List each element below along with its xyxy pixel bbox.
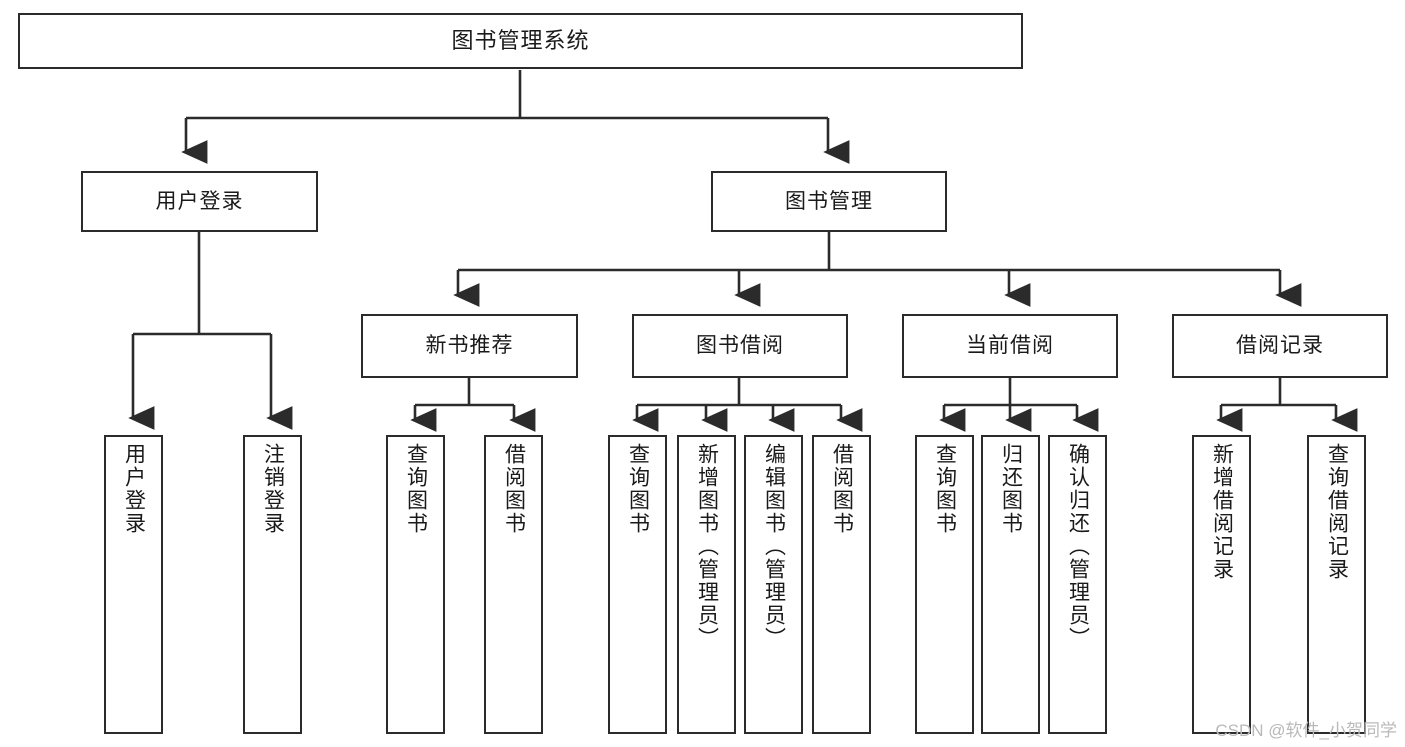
leaf-user-login-login[interactable]: 用户登录: [104, 435, 163, 734]
leaf-borrow-record-add[interactable]: 新增借阅记录: [1192, 435, 1251, 734]
node-label: 新书推荐: [425, 334, 514, 358]
leaf-book-borrow-edit[interactable]: 编辑图书（管理员）: [744, 435, 803, 734]
node-label: 借阅图书: [830, 443, 854, 535]
leaf-book-borrow-add[interactable]: 新增图书（管理员）: [677, 435, 736, 734]
node-new-book-recommend[interactable]: 新书推荐: [361, 314, 578, 378]
node-label: 用户登录: [122, 443, 146, 535]
node-user-login[interactable]: 用户登录: [81, 171, 318, 232]
node-label: 图书管理: [785, 189, 873, 213]
leaf-new-book-query[interactable]: 查询图书: [386, 435, 445, 734]
node-label: 借阅图书: [502, 443, 526, 535]
node-label: 查询图书: [933, 443, 957, 535]
node-label: 编辑图书（管理员）: [762, 443, 786, 650]
node-root-system[interactable]: 图书管理系统: [18, 13, 1023, 69]
leaf-current-borrow-return[interactable]: 归还图书: [981, 435, 1040, 734]
node-label: 用户登录: [155, 189, 244, 213]
leaf-current-borrow-confirm-return[interactable]: 确认归还（管理员）: [1048, 435, 1107, 734]
node-label: 图书管理系统: [451, 27, 590, 53]
leaf-book-borrow-borrow[interactable]: 借阅图书: [812, 435, 871, 734]
node-label: 当前借阅: [966, 334, 1054, 358]
node-label: 查询图书: [404, 443, 428, 535]
node-book-management[interactable]: 图书管理: [711, 171, 947, 232]
node-borrow-record[interactable]: 借阅记录: [1172, 314, 1388, 378]
node-label: 注销登录: [261, 443, 285, 535]
leaf-new-book-borrow[interactable]: 借阅图书: [484, 435, 543, 734]
node-label: 新增借阅记录: [1210, 443, 1234, 581]
leaf-borrow-record-query[interactable]: 查询借阅记录: [1307, 435, 1366, 734]
node-label: 图书借阅: [696, 334, 784, 358]
node-label: 确认归还（管理员）: [1066, 443, 1090, 650]
node-current-borrow[interactable]: 当前借阅: [902, 314, 1118, 378]
leaf-user-login-logout[interactable]: 注销登录: [243, 435, 302, 734]
node-label: 查询图书: [626, 443, 650, 535]
leaf-book-borrow-query[interactable]: 查询图书: [608, 435, 667, 734]
node-label: 归还图书: [999, 443, 1023, 535]
leaf-current-borrow-query[interactable]: 查询图书: [915, 435, 974, 734]
node-label: 借阅记录: [1236, 334, 1324, 358]
watermark-text: CSDN @软件_小贺同学: [1215, 721, 1397, 740]
node-label: 查询借阅记录: [1325, 443, 1349, 581]
node-label: 新增图书（管理员）: [695, 443, 719, 650]
node-book-borrow[interactable]: 图书借阅: [632, 314, 848, 378]
